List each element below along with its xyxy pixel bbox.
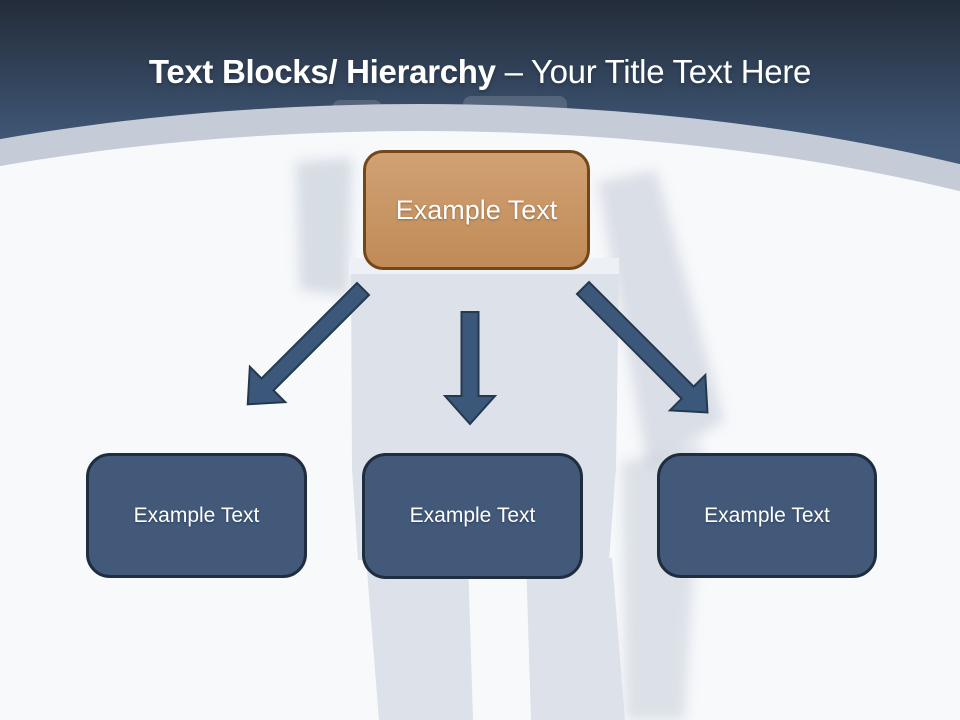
child-block-2[interactable]: Example Text	[362, 453, 583, 579]
child-block-1-label: Example Text	[133, 503, 260, 527]
root-block-label: Example Text	[395, 194, 558, 225]
child-block-3[interactable]: Example Text	[657, 453, 877, 578]
root-block[interactable]: Example Text	[363, 150, 590, 270]
jeans-left-leg	[366, 558, 473, 720]
title-regular-segment: – Your Title Text Here	[504, 53, 812, 90]
connector-arrow-down-right[interactable]	[565, 270, 725, 430]
photo-shadow-left	[296, 158, 352, 296]
connector-arrow-down-left[interactable]	[230, 271, 381, 422]
child-block-3-label: Example Text	[704, 503, 830, 527]
jeans-right-leg	[526, 558, 625, 720]
slide-title[interactable]: Text Blocks/ Hierarchy – Your Title Text…	[0, 46, 960, 98]
connector-arrow-down[interactable]	[442, 311, 498, 426]
child-block-2-label: Example Text	[409, 504, 536, 527]
title-bold-segment: Text Blocks/ Hierarchy	[148, 53, 496, 90]
child-block-1[interactable]: Example Text	[86, 453, 307, 578]
